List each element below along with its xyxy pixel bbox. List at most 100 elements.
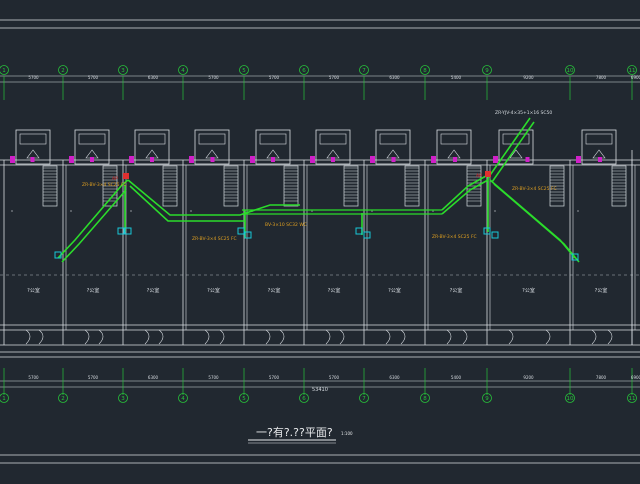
panel-tag-2: AP [476,173,482,179]
axis-label: 6 [302,396,306,402]
fixture-marker [525,157,530,162]
junction-box-icon [244,231,252,239]
porch-step [319,133,347,145]
porch-step [502,133,530,145]
entrance-porch [436,129,472,165]
fixture-marker [310,156,315,163]
axis-bubble [420,393,430,403]
axis-bubble [299,393,309,403]
dimension-bottom: 5700 [88,375,99,380]
stair-flight [102,165,118,207]
entrance-porch [255,129,291,165]
dimension-top: 5400 [451,75,462,80]
bus-label: BV-3×10 SC32 WC [265,222,307,228]
porch-arrow [205,149,219,159]
axis-bubble [58,65,68,75]
stair-flight [549,165,565,207]
room-label: ?公室 [87,287,100,294]
entrance-porch [581,129,617,165]
riser-label: ZR-YJV-4×35+1×16 SC50 [495,110,552,116]
axis-label: 5 [242,396,246,402]
fixture-marker [150,157,154,162]
dimension-bottom: 5700 [28,375,39,380]
equipment-layer [54,171,579,261]
axis-bubble [482,65,492,75]
door-swing [339,329,345,345]
dimension-top: 7800 [596,75,607,80]
porch-arrow [386,149,400,159]
room-label: ?公室 [207,287,220,294]
porch-arrow [85,149,99,159]
junction-box-icon [355,227,363,235]
door-swing [279,329,285,345]
axis-label: 3 [121,68,125,74]
bays-layer: ?公室?公室?公室?公室?公室?公室?公室?公室?公室?公室 [3,129,636,345]
branch-label-3: ZR-BV-3×4 SC25 FC [432,234,477,240]
porch-arrow [447,149,461,159]
building-walls [0,159,640,358]
room-label: ?公室 [147,287,160,294]
porch-step [585,133,613,145]
fixture-marker [69,156,74,163]
fixture-marker [210,157,215,162]
room-label: ?公室 [268,287,281,294]
axis-bubble [239,65,249,75]
dimension-bottom: 6300 [389,375,400,380]
junction-box-icon [571,253,579,261]
fixture-marker [391,157,396,162]
room-label: ?公室 [450,287,463,294]
stair-flight [223,165,239,207]
junction-box-icon [483,227,491,235]
title-block: 一?有?.??平面? 1:100 [248,425,353,444]
dimension-bottom: 5400 [451,375,462,380]
axis-label: 1 [2,396,6,402]
axis-label: 11 [629,396,636,402]
axis-bubble [420,65,430,75]
junction-box-icon [491,231,499,239]
axis-label: 9 [485,68,489,74]
axis-bubble [482,393,492,403]
room-label: ?公室 [388,287,401,294]
dimension-bottom: 6300 [148,375,159,380]
door-swing [25,329,31,345]
panel-tag-1: AP [112,176,118,182]
stair-flight [611,165,627,207]
porch-step [259,133,287,145]
junction-box-icon [363,231,371,239]
axis-bubble [359,393,369,403]
porch-arrow [26,149,40,159]
porch-step [379,133,407,145]
drawing-frame [0,19,640,464]
door-swing [325,329,331,345]
fixture-marker [250,156,255,163]
door-swing [385,329,391,345]
door-swing [204,329,210,345]
porch-arrow [266,149,280,159]
fixture-marker [90,157,94,162]
entrance-porch [15,129,51,165]
door-swing [607,329,613,345]
dimension-top: 5700 [208,75,219,80]
stair-flight [162,165,178,207]
fixture-marker [271,157,275,162]
entrance-porch [375,129,411,165]
axis-bubble [565,393,575,403]
room-label: ?公室 [595,287,608,294]
junction-box-icon [237,227,245,235]
door-swing [545,329,551,345]
entrance-porch [315,129,351,165]
axis-bubble [627,393,637,403]
fixture-marker [370,156,375,163]
porch-arrow [592,149,606,159]
branch-label-1: ZR-BV-3×4 SC25 FC [82,182,127,188]
room-label: ?公室 [328,287,341,294]
axis-bubble [299,65,309,75]
porch-arrow [509,149,523,159]
drawing-scale: 1:100 [341,431,353,436]
dimension-lines [0,75,640,388]
room-label: ?公室 [27,287,40,294]
axis-label: 3 [121,396,125,402]
dimension-bottom: 7800 [596,375,607,380]
